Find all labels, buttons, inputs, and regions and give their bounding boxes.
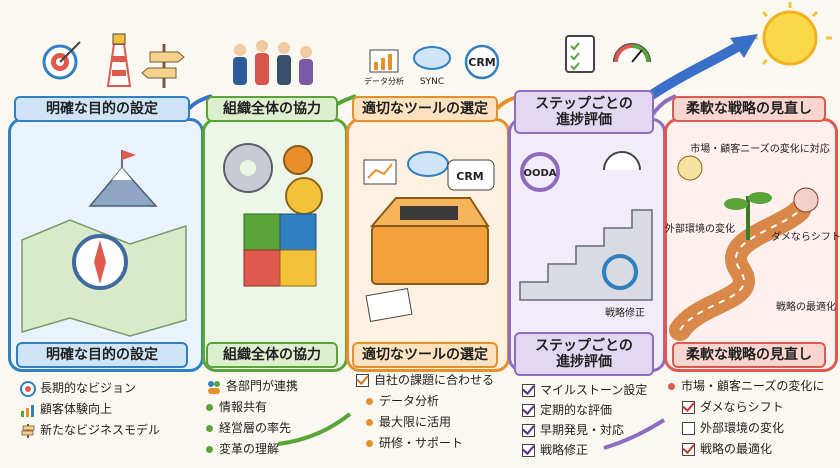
sync-label: SYNC [420, 77, 444, 87]
section-bottom-title-tools: 適切なツールの選定 [352, 342, 498, 368]
clipboard-icon [565, 35, 595, 73]
fix-cycle-icon [602, 254, 638, 290]
list-progress: マイルストーン設定 定期的な評価 早期発見・対応 戦略修正 [522, 380, 647, 460]
gauge-icon [613, 43, 651, 63]
list-item: 経営層の率先 [206, 418, 298, 439]
external-label: 外部環境の変化 [665, 222, 735, 235]
list-item-label: 自社の課題に合わせる [374, 373, 495, 388]
stairs-scene [519, 151, 653, 301]
crm-icon [464, 44, 500, 80]
list-item: 情報共有 [206, 397, 298, 418]
ooda-label: OODA [523, 168, 556, 179]
list-item: 早期発見・対応 [522, 420, 647, 440]
list-item-label: 顧客体験向上 [40, 402, 113, 417]
section-bottom-title-strategy: 柔軟な戦略の見直し [672, 342, 826, 368]
list-item-label: 各部門が連携 [226, 379, 299, 394]
list-item: 長期的なビジョン [20, 378, 160, 399]
cloud-sync-icon [413, 46, 451, 70]
list-item: 変革の理解 [206, 439, 298, 460]
list-item-label: 変革の理解 [219, 442, 280, 457]
list-item-label: 研修・サポート [379, 436, 464, 451]
growth-arrow [645, 39, 747, 101]
bar-chart-icon [21, 404, 34, 417]
list-item-label: 市場・顧客ニーズの変化に [681, 379, 825, 394]
growth-arrow-head [730, 34, 758, 58]
list-item: 新たなビジネスモデル [20, 420, 160, 441]
list-item: 戦略修正 [522, 440, 647, 460]
section-title-purpose: 明確な目的の設定 [14, 96, 190, 122]
section-bottom-title-progress: ステップごとの進捗評価 [514, 332, 654, 376]
list-item: ダメならシフト [668, 397, 824, 418]
team-people-icon [233, 40, 313, 85]
section-bottom-title-purpose: 明確な目的の設定 [16, 342, 188, 368]
list-item-label: 長期的なビジョン [40, 381, 137, 396]
list-item: 市場・顧客ニーズの変化に [668, 376, 824, 397]
ooda-cycle-icon [520, 152, 560, 192]
list-item: 戦略の最適化 [668, 439, 824, 460]
list-item-label: 外部環境の変化 [700, 421, 785, 436]
list-item: 顧客体験向上 [20, 399, 160, 420]
list-item: データ分析 [356, 391, 494, 412]
strategy-fix-label: 戦略修正 [605, 306, 645, 319]
section-title-tools: 適切なツールの選定 [352, 96, 498, 122]
market-label: 市場・顧客ニーズの変化に対応 [690, 142, 830, 155]
signpost-icon [141, 44, 185, 88]
list-item: マイルストーン設定 [522, 380, 647, 400]
list-cooperation: 各部門が連携 情報共有 経営層の率先 変革の理解 [206, 376, 298, 460]
list-item-label: ダメならシフト [700, 400, 784, 415]
list-item: 研修・サポート [356, 433, 494, 454]
list-item-label: データ分析 [379, 394, 440, 409]
bottom-arrow [277, 412, 352, 446]
list-item-label: 定期的な評価 [540, 402, 613, 417]
list-item-label: 経営層の率先 [219, 421, 292, 436]
section-title-progress: ステップごとの進捗評価 [514, 90, 654, 134]
section-title-cooperation: 組織全体の協力 [206, 96, 338, 122]
chart-tool-icon [369, 49, 399, 73]
target-icon [20, 380, 36, 397]
list-item-label: マイルストーン設定 [540, 382, 648, 397]
list-strategy: 市場・顧客ニーズの変化に ダメならシフト 外部環境の変化 戦略の最適化 [668, 376, 824, 460]
list-item: 外部環境の変化 [668, 418, 824, 439]
data-analysis-label: データ分析 [364, 76, 404, 86]
list-item-label: 新たなビジネスモデル [40, 423, 161, 438]
section-bottom-title-cooperation: 組織全体の協力 [206, 342, 338, 368]
scene-crm-label: CRM [456, 170, 484, 183]
list-item-label: 早期発見・対応 [540, 422, 625, 437]
map-scene [21, 150, 187, 337]
list-purpose: 長期的なビジョン 顧客体験向上 新たなビジネスモデル [20, 378, 160, 441]
parachute-icon [677, 155, 703, 181]
list-tools: 自社の課題に合わせる データ分析 最大限に活用 研修・サポート [356, 370, 494, 454]
list-item-label: 戦略の最適化 [700, 442, 773, 457]
parachute-icon [793, 187, 819, 213]
gears-puzzle-scene [223, 143, 323, 287]
lighthouse-icon [106, 33, 132, 87]
list-item: 定期的な評価 [522, 400, 647, 420]
shift-label: ダメならシフト [771, 230, 840, 243]
bottom-arrow [603, 418, 666, 450]
people-icon [208, 380, 220, 394]
list-item: 各部門が連携 [206, 376, 298, 397]
toolbox-scene [363, 151, 495, 323]
list-item-label: 戦略修正 [540, 442, 589, 457]
list-item: 最大限に活用 [356, 412, 494, 433]
list-item-label: 情報共有 [219, 400, 268, 415]
road-scene [669, 155, 819, 341]
section-title-strategy: 柔軟な戦略の見直し [672, 96, 826, 122]
sun-icon [752, 2, 832, 66]
signpost-icon [21, 423, 35, 438]
crm-label: CRM [468, 56, 496, 69]
optimize-label: 戦略の最適化 [776, 300, 836, 313]
target-icon [42, 41, 81, 80]
list-item-label: 最大限に活用 [379, 415, 452, 430]
list-item: 自社の課題に合わせる [356, 370, 494, 391]
